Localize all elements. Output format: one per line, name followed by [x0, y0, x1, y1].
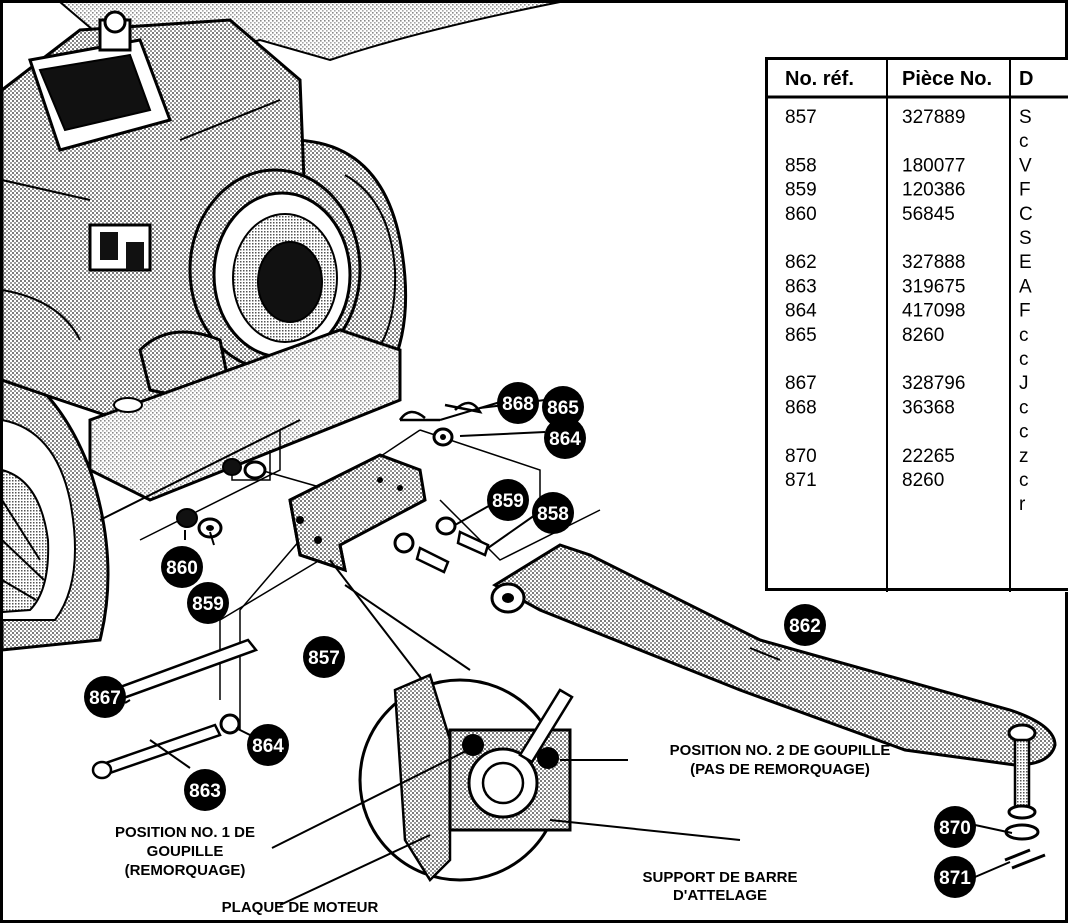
table-cell-desc: V — [1019, 155, 1032, 176]
table-cell-desc: c — [1019, 470, 1029, 491]
table-cell-ref: 867 — [785, 373, 817, 394]
svg-text:862: 862 — [789, 616, 821, 637]
bracket-line1: SUPPORT DE BARRE — [642, 869, 797, 886]
table-cell-ref: 868 — [785, 397, 817, 418]
table-cell-part: 36368 — [902, 397, 955, 418]
hitch-bracket — [288, 453, 427, 573]
callouts: 868 865 864 859 858 860 859 857 862 867 … — [84, 382, 976, 898]
table-cell-part: 8260 — [902, 325, 944, 346]
table-cell-desc: J — [1019, 373, 1029, 394]
table-cell-part: 327888 — [902, 252, 965, 273]
svg-text:860: 860 — [166, 558, 198, 579]
callout-871: 871 — [934, 856, 976, 898]
callout-864: 864 — [544, 417, 586, 459]
table-cell-desc: z — [1019, 446, 1029, 467]
table-cell-part: 417098 — [902, 301, 965, 322]
table-cell-desc: A — [1019, 276, 1032, 297]
table-cell-desc: c — [1019, 422, 1029, 443]
table-cell-desc: C — [1019, 204, 1033, 225]
svg-text:864: 864 — [252, 736, 284, 757]
callout-859: 859 — [187, 582, 229, 624]
callout-863: 863 — [184, 769, 226, 811]
pin2-line1: POSITION NO. 2 DE GOUPILLE — [670, 742, 891, 759]
svg-text:865: 865 — [547, 398, 579, 419]
table-cell-desc: E — [1019, 252, 1032, 273]
table-cell-part: 120386 — [902, 180, 965, 201]
table-cell-desc: c — [1019, 325, 1029, 346]
hardware-parts — [176, 401, 490, 574]
svg-text:863: 863 — [189, 781, 221, 802]
detail-magnifier — [329, 559, 574, 882]
annotations: POSITION NO. 2 DE GOUPILLE (PAS DE REMOR… — [115, 742, 890, 916]
table-cell-ref: 864 — [785, 301, 817, 322]
callout-867: 867 — [84, 676, 126, 718]
table-cell-desc: F — [1019, 180, 1031, 201]
table-cell-desc: r — [1019, 494, 1026, 515]
table-cell-ref: 865 — [785, 325, 817, 346]
table-cell-desc: F — [1019, 301, 1031, 322]
table-cell-part: 22265 — [902, 446, 955, 467]
pin1-line1: POSITION NO. 1 DE — [115, 824, 255, 841]
table-cell-ref: 862 — [785, 252, 817, 273]
table-cell-ref: 859 — [785, 180, 817, 201]
table-cell-ref: 860 — [785, 204, 817, 225]
tow-bar — [490, 543, 1057, 870]
bracket-line2: D'ATTELAGE — [673, 887, 767, 904]
svg-text:867: 867 — [89, 688, 121, 709]
callout-857: 857 — [303, 636, 345, 678]
table-cell-part: 8260 — [902, 470, 944, 491]
callout-870: 870 — [934, 806, 976, 848]
table-cell-desc: c — [1019, 397, 1029, 418]
frame-rail — [88, 328, 402, 541]
header-desc: D — [1019, 68, 1033, 90]
annotation-leaders — [124, 399, 1013, 906]
header-part: Pièce No. — [902, 68, 992, 90]
svg-text:871: 871 — [939, 868, 971, 889]
table-cell-part: 56845 — [902, 204, 955, 225]
svg-text:858: 858 — [537, 504, 569, 525]
pin2-line2: (PAS DE REMORQUAGE) — [690, 761, 870, 778]
svg-text:859: 859 — [192, 594, 224, 615]
callout-860: 860 — [161, 546, 203, 588]
table-cell-part: 180077 — [902, 155, 965, 176]
table-cell-part: 328796 — [902, 373, 965, 394]
svg-text:859: 859 — [492, 491, 524, 512]
callout-868: 868 — [497, 382, 539, 424]
table-cell-ref: 863 — [785, 276, 817, 297]
table-cell-desc: S — [1019, 228, 1032, 249]
callout-859: 859 — [487, 479, 529, 521]
pin1-line2: GOUPILLE — [147, 843, 224, 860]
header-ref: No. réf. — [785, 68, 854, 90]
table-cell-ref: 870 — [785, 446, 817, 467]
engine-plate-label: PLAQUE DE MOTEUR — [222, 899, 379, 916]
table-cell-desc: c — [1019, 349, 1029, 370]
table-cell-ref: 857 — [785, 107, 817, 128]
svg-text:870: 870 — [939, 818, 971, 839]
svg-text:857: 857 — [308, 648, 340, 669]
table-cell-ref: 858 — [785, 155, 817, 176]
table-cell-desc: S — [1019, 107, 1032, 128]
callout-865: 865 — [542, 386, 584, 428]
callout-864: 864 — [247, 724, 289, 766]
svg-text:864: 864 — [549, 429, 581, 450]
svg-text:868: 868 — [502, 394, 534, 415]
pin1-line3: (REMORQUAGE) — [125, 862, 246, 879]
table-cell-ref: 871 — [785, 470, 817, 491]
table-cell-desc: c — [1019, 131, 1029, 152]
table-cell-part: 319675 — [902, 276, 965, 297]
table-cell-part: 327889 — [902, 107, 965, 128]
callout-858: 858 — [532, 492, 574, 534]
callout-862: 862 — [784, 604, 826, 646]
recoil-starter — [138, 168, 362, 397]
